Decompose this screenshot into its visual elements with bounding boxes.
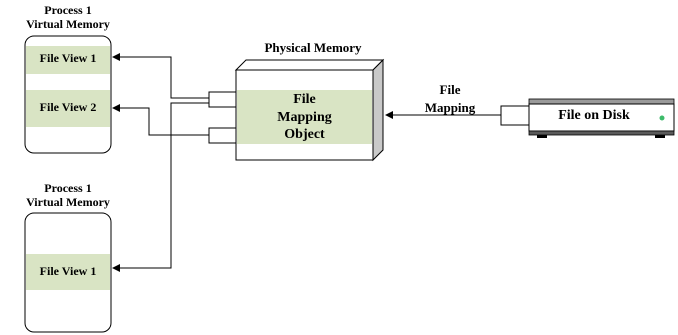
physical-memory-title: Physical Memory	[264, 40, 362, 55]
disk-foot-left	[537, 135, 547, 138]
disk-top-band	[528, 98, 675, 105]
process-top-view1-label: File View 1	[39, 51, 97, 65]
arrow-to-bottom-view1	[112, 102, 209, 272]
process-bottom-title-line2: Virtual Memory	[26, 194, 110, 209]
process-bottom-view1-label: File View 1	[39, 264, 97, 278]
mapping-object-line1: File	[293, 92, 316, 107]
mapping-object-line3: Object	[284, 127, 325, 142]
process-bottom-title: Process 1 Virtual Memory	[0, 181, 136, 210]
physical-memory-side-face	[372, 58, 384, 162]
process-top-view2-fill	[26, 90, 110, 127]
process-top-title-line2: Virtual Memory	[26, 16, 110, 31]
file-mapping-line1: File	[439, 82, 461, 97]
process-top-view2-label: File View 2	[39, 100, 97, 114]
arrow-to-top-view2	[112, 104, 209, 136]
mapping-object-label: File Mapping Object	[237, 91, 372, 144]
process-bottom-title-line1: Process 1	[44, 181, 92, 195]
disk-bottom-band	[528, 130, 675, 136]
file-mapping-line2: Mapping	[424, 100, 476, 116]
file-mapping-label: File Mapping	[410, 81, 490, 117]
physical-memory-top-face	[234, 59, 385, 71]
disk-body	[528, 103, 675, 132]
mapping-object-fill	[237, 90, 372, 144]
mapping-object-line2: Mapping	[277, 109, 332, 125]
arrow-to-top-view1	[112, 53, 209, 99]
process-top-title-line1: Process 1	[44, 3, 92, 17]
process-top-title: Process 1 Virtual Memory	[0, 3, 136, 32]
disk-connector	[500, 105, 531, 126]
process-top-view1-fill	[26, 46, 110, 74]
connector-tab-top	[208, 91, 237, 108]
disk-status-light	[659, 115, 665, 121]
disk-label: File on Disk	[558, 108, 630, 123]
disk-foot-right	[655, 135, 665, 138]
connector-tab-bottom	[208, 127, 237, 144]
process-bottom-view1-fill	[26, 254, 110, 290]
